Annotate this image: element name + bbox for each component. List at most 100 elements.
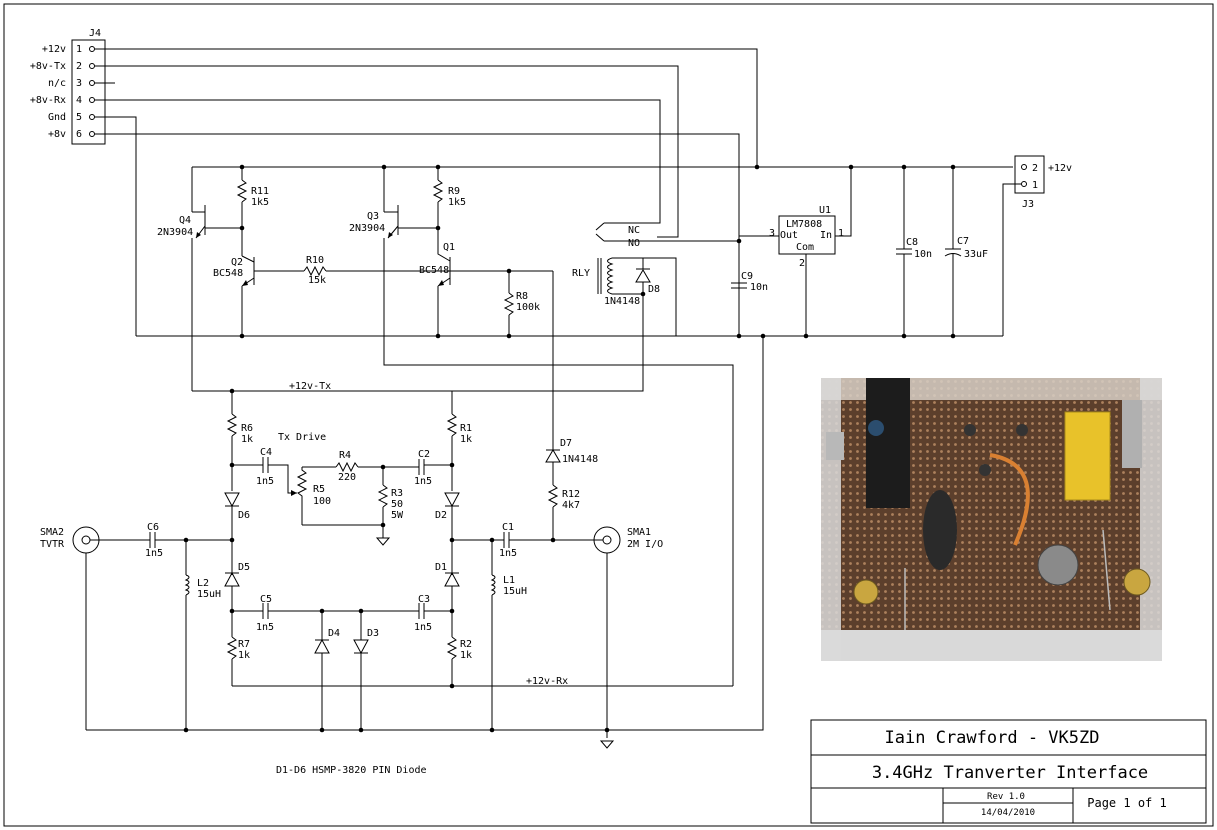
tx-drive-network: Tx Drive C4 1n5 R5 100 R4 220 C2 1n5 R3 bbox=[232, 432, 452, 546]
r4-value: 220 bbox=[338, 472, 356, 483]
c1-value: 1n5 bbox=[499, 548, 517, 559]
c3-ref: C3 bbox=[418, 594, 430, 605]
r11-ref: R11 bbox=[251, 186, 269, 197]
u1-pin3: 3 bbox=[769, 228, 775, 239]
j4-ref: J4 bbox=[89, 28, 101, 39]
u1-value: LM7808 bbox=[786, 219, 822, 230]
j4-pin-1: +12v 1 bbox=[42, 44, 95, 55]
j4-pin-label-5: Gnd bbox=[48, 112, 66, 123]
connector-j4: J4 +12v 1 +8v-Tx 2 n/c 3 +8v-Rx 4 Gnd 5 bbox=[30, 28, 106, 145]
title-date: 14/04/2010 bbox=[981, 808, 1035, 818]
j4-wiring bbox=[95, 48, 758, 336]
j4-pin-label-4: +8v-Rx bbox=[30, 95, 66, 106]
d7-r12: D7 1N4148 R12 4k7 bbox=[545, 438, 598, 543]
r3-value2: 5W bbox=[391, 510, 404, 521]
c6-ref: C6 bbox=[147, 522, 159, 533]
left-column: R6 1k D6 D5 R7 1k bbox=[224, 391, 253, 686]
sma1-section: SMA1 2M I/O C1 1n5 L1 15uH bbox=[452, 522, 663, 749]
net-tx-label: +12v-Tx bbox=[289, 381, 331, 392]
l2-value: 15uH bbox=[197, 589, 221, 600]
d3-ref: D3 bbox=[367, 628, 379, 639]
shunt-network: C5 1n5 C3 1n5 D4 D3 bbox=[232, 594, 452, 730]
c1-ref: C1 bbox=[502, 522, 514, 533]
capacitor-c8: C8 10n bbox=[896, 167, 932, 336]
c7-ref: C7 bbox=[957, 236, 969, 247]
l1-value: 15uH bbox=[503, 586, 527, 597]
j4-pin-4: +8v-Rx 4 bbox=[30, 95, 95, 106]
capacitor-c7: C7 33uF bbox=[944, 167, 988, 336]
sma1-label: 2M I/O bbox=[627, 539, 663, 550]
r10-value: 15k bbox=[308, 275, 326, 286]
relay-photo bbox=[1064, 411, 1111, 501]
board-photo bbox=[821, 378, 1162, 661]
q4-ref: Q4 bbox=[179, 215, 191, 226]
q3-value: 2N3904 bbox=[349, 223, 385, 234]
relay-ref: RLY bbox=[572, 268, 590, 279]
r8-value: 100k bbox=[516, 302, 540, 313]
q4-value: 2N3904 bbox=[157, 227, 193, 238]
j4-pin-label-6: +8v bbox=[48, 129, 66, 140]
j3-ref: J3 bbox=[1022, 199, 1034, 210]
c2-ref: C2 bbox=[418, 449, 430, 460]
r5-value: 100 bbox=[313, 496, 331, 507]
j4-pin-2: +8v-Tx 2 bbox=[30, 61, 95, 72]
capacitor-c9: C9 10n bbox=[731, 271, 768, 293]
j4-pin-number-1: 1 bbox=[76, 44, 82, 55]
c8-value: 10n bbox=[914, 249, 932, 260]
bottom-ground bbox=[86, 336, 764, 733]
j4-pin-5: Gnd 5 bbox=[48, 112, 95, 123]
title-page: Page 1 of 1 bbox=[1087, 796, 1166, 810]
title-author: Iain Crawford - VK5ZD bbox=[885, 728, 1100, 748]
r11-value: 1k5 bbox=[251, 197, 269, 208]
q1-value: BC548 bbox=[419, 265, 449, 276]
c4-ref: C4 bbox=[260, 447, 272, 458]
c5-ref: C5 bbox=[260, 594, 272, 605]
net-rx-label: +12v-Rx bbox=[526, 676, 568, 687]
j3-pin1: 1 bbox=[1032, 180, 1038, 191]
c2-value: 1n5 bbox=[414, 476, 432, 487]
relay-nc-label: NC bbox=[628, 225, 640, 236]
heatsink bbox=[866, 378, 910, 508]
d8-ref: D8 bbox=[648, 284, 660, 295]
relay: NC NO RLY D8 1N4148 bbox=[192, 222, 742, 392]
q2-ref: Q2 bbox=[231, 257, 243, 268]
title-name: 3.4GHz Tranverter Interface bbox=[872, 763, 1148, 783]
c6-value: 1n5 bbox=[145, 548, 163, 559]
j3-pin2: 2 bbox=[1032, 163, 1038, 174]
r12-value: 4k7 bbox=[562, 500, 580, 511]
tx-drive-label: Tx Drive bbox=[278, 432, 326, 443]
j4-pin-label-3: n/c bbox=[48, 78, 66, 89]
stage-q4-q2: R11 1k5 Q4 2N3904 Q2 BC548 R10 15k bbox=[157, 167, 419, 391]
j3-label: +12v bbox=[1048, 163, 1072, 174]
r1-ref: R1 bbox=[460, 423, 472, 434]
d8-value: 1N4148 bbox=[604, 296, 640, 307]
c9-ref: C9 bbox=[741, 271, 753, 282]
title-block: Iain Crawford - VK5ZD 3.4GHz Tranverter … bbox=[810, 719, 1207, 824]
j4-pin-number-6: 6 bbox=[76, 129, 82, 140]
c9-value: 10n bbox=[750, 282, 768, 293]
connector-j3: 2 1 +12v J3 bbox=[1002, 155, 1072, 336]
u1-out: Out bbox=[780, 230, 798, 241]
l1-ref: L1 bbox=[503, 575, 515, 586]
r6-value: 1k bbox=[241, 434, 253, 445]
q3-ref: Q3 bbox=[367, 211, 379, 222]
d1-ref: D1 bbox=[435, 562, 447, 573]
rail-12v bbox=[192, 164, 1013, 170]
title-rev: Rev 1.0 bbox=[987, 792, 1025, 802]
j4-pin-label-2: +8v-Tx bbox=[30, 61, 66, 72]
c3-value: 1n5 bbox=[414, 622, 432, 633]
r6-ref: R6 bbox=[241, 423, 253, 434]
j4-pin-6: +8v 6 bbox=[48, 129, 95, 140]
c8-ref: C8 bbox=[906, 237, 918, 248]
r3-value: 50 bbox=[391, 499, 403, 510]
r10-ref: R10 bbox=[306, 255, 324, 266]
d7-value: 1N4148 bbox=[562, 454, 598, 465]
u1-pin1: 1 bbox=[838, 228, 844, 239]
c7-value: 33uF bbox=[964, 249, 988, 260]
d7-ref: D7 bbox=[560, 438, 572, 449]
r12-ref: R12 bbox=[562, 489, 580, 500]
r8-ref: R8 bbox=[516, 291, 528, 302]
j4-pin-number-4: 4 bbox=[76, 95, 82, 106]
r9-ref: R9 bbox=[448, 186, 460, 197]
